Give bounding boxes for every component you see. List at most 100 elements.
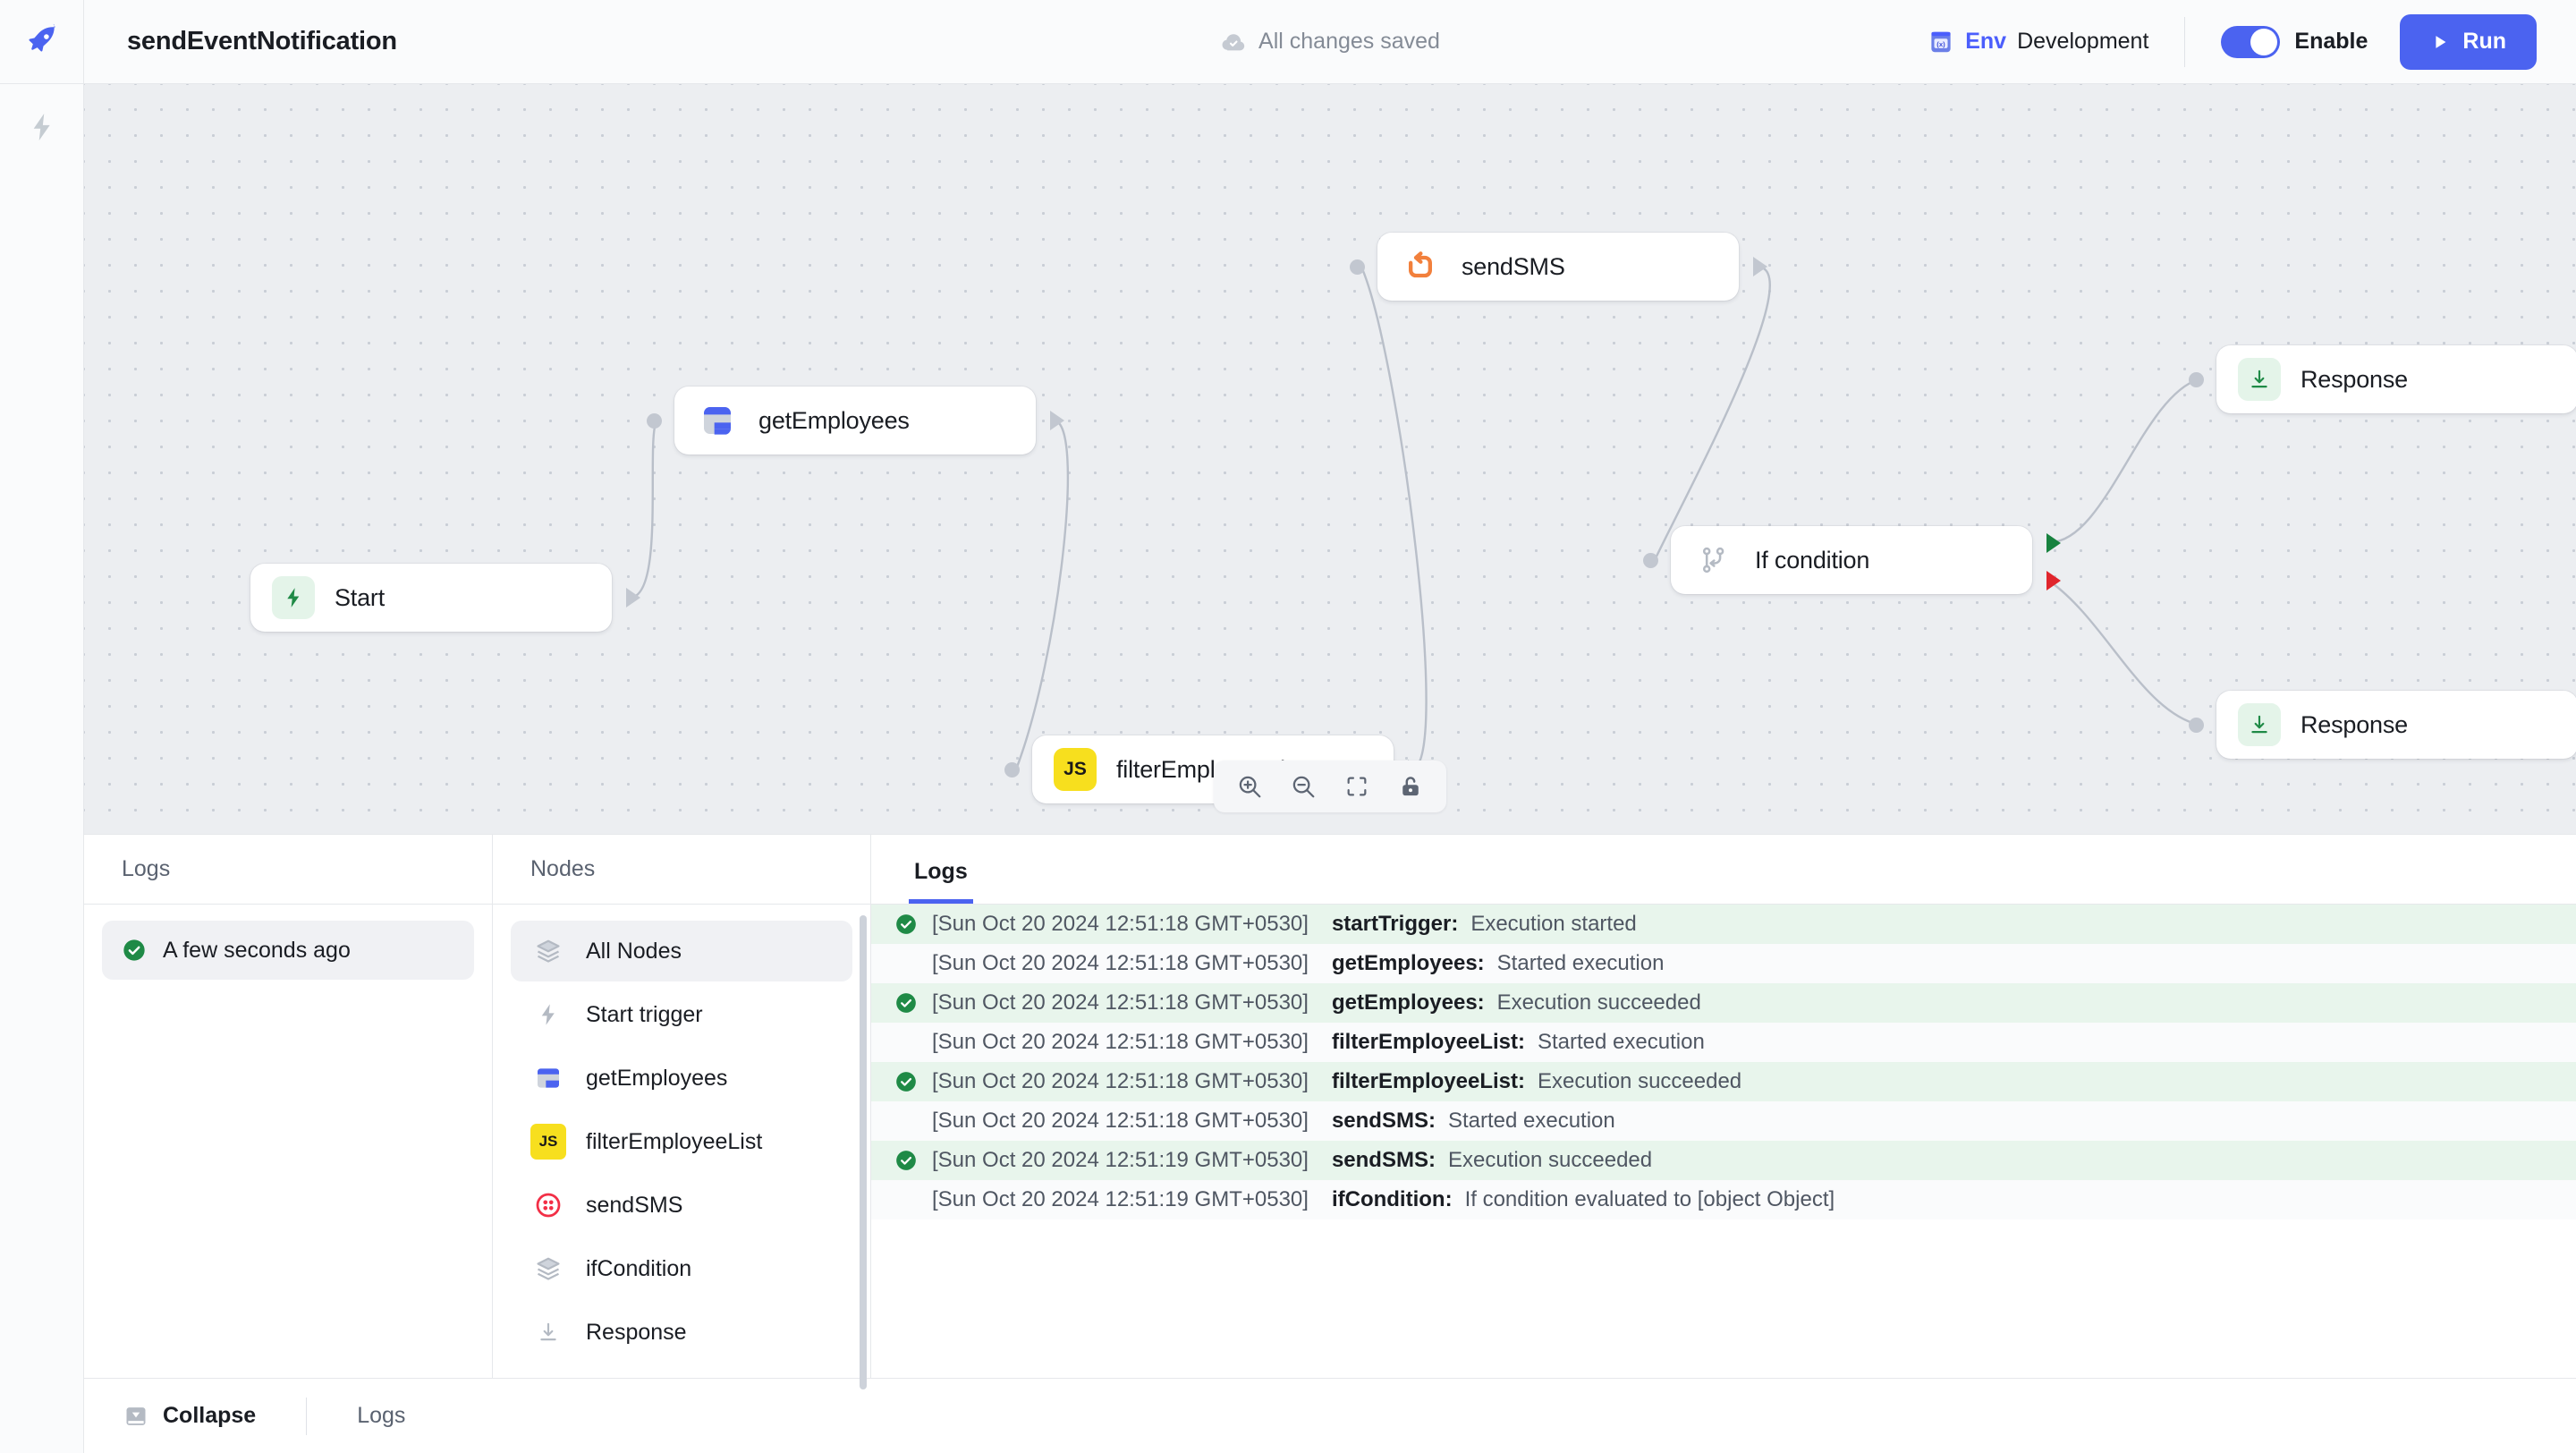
branch-icon <box>1692 539 1735 582</box>
log-message: If condition evaluated to [object Object… <box>1464 1187 1835 1211</box>
save-status: All changes saved <box>1220 29 1440 55</box>
toggle-knob <box>2250 28 2278 55</box>
node-input-port[interactable] <box>1643 552 1658 568</box>
bottom-panel: Logs A few seconds ago Nodes <box>84 834 2576 1389</box>
node-input-port[interactable] <box>2189 717 2204 733</box>
node-list-item-response-2[interactable]: Response <box>511 1365 852 1378</box>
run-button[interactable]: Run <box>2400 13 2537 70</box>
response-arrow-icon <box>530 1314 566 1350</box>
log-entry-list[interactable]: [Sun Oct 20 2024 12:51:18 GMT+0530] star… <box>871 905 2576 1378</box>
log-tabbar: Logs <box>871 835 2576 905</box>
status-divider <box>306 1397 308 1435</box>
canvas-node-response-false[interactable]: Response <box>2189 691 2576 759</box>
log-timestamp: [Sun Oct 20 2024 12:51:18 GMT+0530] <box>932 1030 1309 1054</box>
nodes-scrollbar[interactable] <box>860 915 867 1389</box>
canvas-node-label: Response <box>2301 710 2408 738</box>
log-message: Execution succeeded <box>1496 990 1701 1015</box>
log-detail-column: Logs [Sun Oct 20 2024 12:51:18 GMT+0530]… <box>871 835 2576 1378</box>
log-row: [Sun Oct 20 2024 12:51:18 GMT+0530] star… <box>871 905 2576 944</box>
collapse-button[interactable]: Collapse <box>123 1403 256 1429</box>
zoom-in-button[interactable] <box>1226 766 1273 807</box>
log-timestamp: [Sun Oct 20 2024 12:51:19 GMT+0530] <box>932 1187 1309 1211</box>
run-list-item[interactable]: A few seconds ago <box>102 921 474 980</box>
node-input-port[interactable] <box>2189 371 2204 387</box>
success-check-icon <box>894 991 932 1015</box>
log-message: Execution succeeded <box>1538 1069 1742 1093</box>
collapse-label: Collapse <box>163 1403 257 1428</box>
node-list-item-start-trigger[interactable]: Start trigger <box>511 984 852 1045</box>
node-output-arrow-false[interactable] <box>2046 571 2061 591</box>
node-list-item-getemployees[interactable]: getEmployees <box>511 1048 852 1109</box>
run-list-item-label: A few seconds ago <box>163 937 351 963</box>
log-timestamp: [Sun Oct 20 2024 12:51:18 GMT+0530] <box>932 1069 1309 1093</box>
node-output-arrow-true[interactable] <box>2046 533 2061 553</box>
node-list-item-sendsms[interactable]: sendSMS <box>511 1175 852 1236</box>
log-message: Started execution <box>1538 1030 1705 1054</box>
node-output-arrow[interactable] <box>626 588 640 608</box>
log-node-name: sendSMS: <box>1331 1148 1436 1172</box>
app-logo[interactable] <box>0 0 84 84</box>
runs-column-header: Logs <box>84 835 492 905</box>
log-message: Started execution <box>1447 1109 1615 1133</box>
log-message: Execution succeeded <box>1447 1148 1653 1172</box>
env-value: Development <box>2017 29 2149 54</box>
collapse-panel-icon <box>126 1406 146 1425</box>
node-list-item-label: All Nodes <box>586 938 682 964</box>
cloud-check-icon <box>1222 33 1245 50</box>
left-rail <box>0 0 84 1453</box>
top-header: sendEventNotification All changes saved … <box>84 0 2576 84</box>
success-check-icon <box>894 1149 932 1172</box>
variable-box-icon: (x) <box>1931 31 1951 52</box>
canvas-node-label: Response <box>2301 365 2408 393</box>
status-logs-label[interactable]: Logs <box>357 1403 406 1428</box>
tab-logs[interactable]: Logs <box>909 859 973 904</box>
node-list-item-response-1[interactable]: Response <box>511 1302 852 1363</box>
zoom-out-button[interactable] <box>1280 766 1326 807</box>
node-list-item-label: getEmployees <box>586 1065 728 1091</box>
log-timestamp: [Sun Oct 20 2024 12:51:18 GMT+0530] <box>932 1109 1309 1133</box>
response-arrow-icon <box>2238 703 2281 746</box>
lock-toggle-button[interactable] <box>1387 766 1434 807</box>
log-message: Started execution <box>1496 951 1665 975</box>
enable-toggle[interactable] <box>2221 25 2281 58</box>
node-list-item-all-nodes[interactable]: All Nodes <box>511 921 852 981</box>
canvas-node-start[interactable]: Start <box>250 564 640 632</box>
node-output-arrow[interactable] <box>1050 411 1064 430</box>
canvas-node-response-true[interactable]: Response <box>2189 345 2576 413</box>
header-actions: (x) Env Development Enable Run <box>1928 13 2576 70</box>
node-output-arrow[interactable] <box>1753 257 1767 276</box>
rocket-icon <box>29 23 55 51</box>
env-selector[interactable]: (x) Env Development <box>1928 29 2184 55</box>
loop-repeat-icon <box>1399 245 1442 288</box>
node-input-port[interactable] <box>1004 761 1020 777</box>
node-input-port[interactable] <box>647 412 662 429</box>
nodes-column: Nodes All Nodes <box>493 835 871 1389</box>
node-list-item-ifcondition[interactable]: ifCondition <box>511 1238 852 1299</box>
node-list-item-filteremployeelist[interactable]: JS filterEmployeeList <box>511 1111 852 1172</box>
log-node-name: filterEmployeeList: <box>1331 1030 1525 1054</box>
zoom-in-icon <box>1239 776 1261 798</box>
layers-icon <box>530 1251 566 1287</box>
node-list-item-label: ifCondition <box>586 1255 692 1281</box>
node-list-item-label: filterEmployeeList <box>586 1128 763 1154</box>
enable-toggle-label: Enable <box>2294 29 2368 54</box>
page-title: sendEventNotification <box>127 27 397 55</box>
rail-item-triggers[interactable] <box>0 84 84 170</box>
node-input-port[interactable] <box>1350 259 1365 275</box>
canvas-node-ifcondition[interactable]: If condition <box>1643 526 2061 594</box>
unlock-icon <box>1402 777 1419 796</box>
log-row: [Sun Oct 20 2024 12:51:19 GMT+0530] send… <box>871 1141 2576 1180</box>
canvas-node-label: Start <box>335 583 386 611</box>
enable-toggle-group: Enable <box>2221 25 2368 58</box>
canvas-toolbar <box>1214 760 1446 812</box>
log-node-name: ifCondition: <box>1331 1187 1453 1211</box>
nodes-column-header: Nodes <box>493 835 870 905</box>
lightning-bolt-icon <box>530 997 566 1032</box>
flow-canvas[interactable]: Start getEmployees <box>84 84 2576 834</box>
canvas-node-sendsms[interactable]: sendSMS <box>1350 233 1767 301</box>
canvas-node-getemployees[interactable]: getEmployees <box>647 387 1064 455</box>
svg-text:(x): (x) <box>1936 39 1945 47</box>
fit-view-button[interactable] <box>1334 766 1380 807</box>
save-status-text: All changes saved <box>1258 29 1440 54</box>
